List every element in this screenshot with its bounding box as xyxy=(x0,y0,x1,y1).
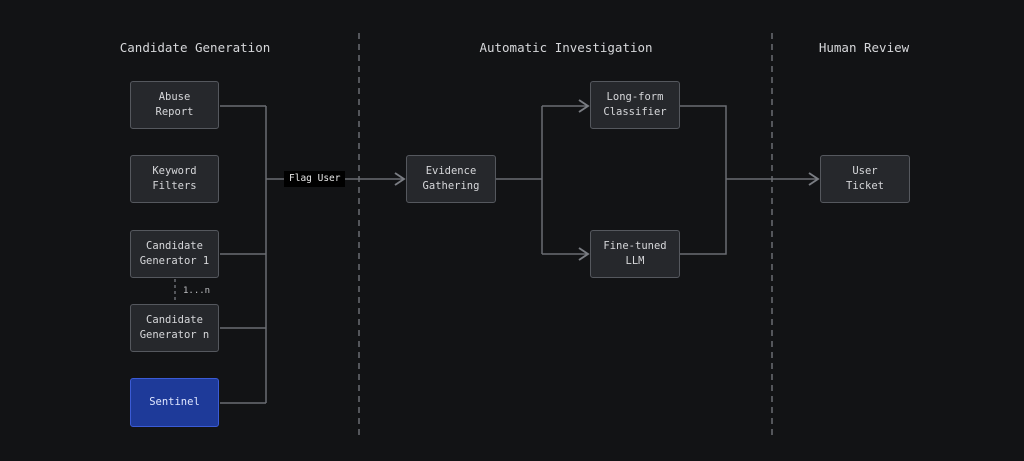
node-label: Fine-tuned xyxy=(603,240,667,252)
section-header-candidate-generation: Candidate Generation xyxy=(119,40,271,55)
node-label: LLM xyxy=(625,255,645,267)
node-label: Ticket xyxy=(846,180,884,192)
node-label: Generator n xyxy=(139,329,210,341)
node-label: Evidence xyxy=(425,165,477,177)
node-label: Candidate xyxy=(146,314,203,326)
node-label: Filters xyxy=(152,180,197,192)
node-label: Candidate xyxy=(146,240,203,252)
fine-tuned-llm-node: Fine-tuned LLM xyxy=(590,230,680,278)
node-label: Keyword xyxy=(152,165,197,177)
node-label: Long-form xyxy=(606,91,664,103)
sentinel-node: Sentinel xyxy=(130,378,219,427)
candidate-generator-n-node: Candidate Generator n xyxy=(130,304,219,352)
abuse-report-node: Abuse Report xyxy=(130,81,219,129)
node-label: Classifier xyxy=(603,106,667,118)
evidence-gathering-node: Evidence Gathering xyxy=(406,155,496,203)
node-label: Generator 1 xyxy=(139,255,210,267)
keyword-filters-node: Keyword Filters xyxy=(130,155,219,203)
node-label: Sentinel xyxy=(149,396,200,408)
node-label: Report xyxy=(155,106,194,118)
range-label: 1...n xyxy=(183,286,211,296)
section-header-human-review: Human Review xyxy=(818,40,910,55)
section-header-automatic-investigation: Automatic Investigation xyxy=(479,40,653,55)
candidate-generator-1-node: Candidate Generator 1 xyxy=(130,230,219,278)
node-label: User xyxy=(852,165,878,177)
user-ticket-node: User Ticket xyxy=(820,155,910,203)
node-label: Abuse xyxy=(158,91,191,103)
flag-user-edge-label: Flag User xyxy=(284,171,346,187)
node-label: Gathering xyxy=(422,180,480,192)
long-form-classifier-node: Long-form Classifier xyxy=(590,81,680,129)
